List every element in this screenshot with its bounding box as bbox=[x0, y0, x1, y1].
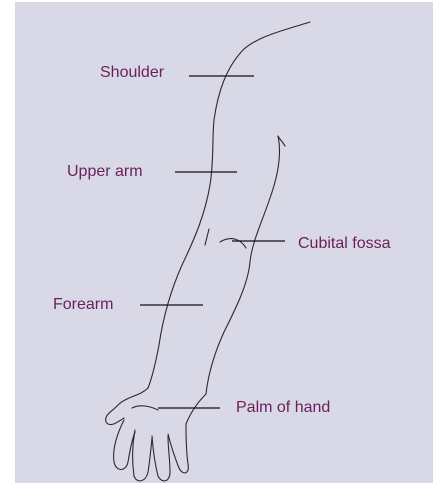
hand-pinky-side bbox=[186, 394, 206, 424]
hand-thumb-side bbox=[106, 388, 148, 425]
finger-3 bbox=[152, 436, 170, 481]
arm-outer-edge bbox=[148, 22, 310, 388]
finger-1 bbox=[114, 420, 135, 470]
cubital-fossa-crease bbox=[220, 239, 246, 248]
finger-4 bbox=[168, 424, 188, 473]
finger-2 bbox=[133, 430, 152, 481]
label-upper-arm: Upper arm bbox=[67, 163, 143, 181]
elbow-notch bbox=[205, 229, 209, 245]
palm-crease bbox=[132, 406, 158, 410]
label-cubital-fossa: Cubital fossa bbox=[298, 235, 391, 253]
label-forearm: Forearm bbox=[53, 296, 113, 314]
leader-lines bbox=[140, 76, 285, 408]
label-shoulder: Shoulder bbox=[100, 64, 164, 82]
label-palm-of-hand: Palm of hand bbox=[236, 399, 330, 417]
arm-inner-edge bbox=[206, 136, 279, 394]
